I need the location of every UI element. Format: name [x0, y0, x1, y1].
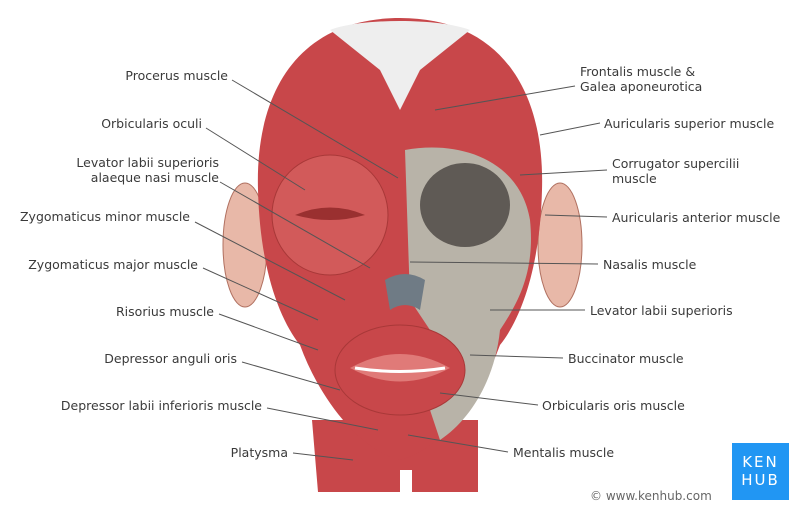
label-nasalis: Nasalis muscle	[603, 257, 696, 272]
right-ear	[537, 182, 583, 308]
nose-cartilage	[385, 274, 425, 310]
label-auricularis-superior: Auricularis superior muscle	[604, 116, 774, 131]
label-text: alaeque nasi muscle	[90, 170, 219, 185]
label-text: Platysma	[230, 445, 288, 460]
label-text: Zygomaticus major muscle	[28, 257, 198, 272]
leader-lines	[194, 79, 608, 461]
label-depressor-anguli-oris: Depressor anguli oris	[104, 351, 237, 366]
label-text: Corrugator supercilii	[612, 156, 740, 171]
label-auricularis-anterior: Auricularis anterior muscle	[612, 210, 780, 225]
label-mentalis: Mentalis muscle	[513, 445, 614, 460]
label-text: Mentalis muscle	[513, 445, 615, 460]
label-orbicularis-oris: Orbicularis oris muscle	[542, 398, 685, 413]
label-orbicularis-oculi: Orbicularis oculi	[101, 116, 202, 131]
label-text: Risorius muscle	[116, 304, 214, 319]
label-levator-labii-superioris: Levator labii superioris	[590, 303, 733, 318]
lips	[350, 354, 450, 382]
logo-line2: HUB	[741, 471, 780, 489]
label-zygomaticus-minor: Zygomaticus minor muscle	[20, 209, 190, 224]
label-risorius: Risorius muscle	[116, 304, 214, 319]
kenhub-logo[interactable]: KEN HUB	[732, 443, 789, 500]
label-platysma: Platysma	[231, 445, 288, 460]
label-text: Depressor anguli oris	[104, 351, 237, 366]
galea-aponeurotica	[330, 21, 470, 110]
copyright-text: © www.kenhub.com	[590, 489, 712, 503]
label-text: Depressor labii inferioris muscle	[60, 398, 262, 413]
label-text: Orbicularis oculi	[101, 116, 202, 131]
label-text: Levator labii superioris	[590, 303, 733, 318]
orbit	[420, 163, 510, 247]
label-zygomaticus-major: Zygomaticus major muscle	[28, 257, 198, 272]
label-procerus: Procerus muscle	[125, 68, 228, 83]
label-buccinator: Buccinator muscle	[568, 351, 684, 366]
label-text: Auricularis anterior muscle	[612, 210, 781, 225]
label-text: Procerus muscle	[125, 68, 228, 83]
label-text: Zygomaticus minor muscle	[19, 209, 190, 224]
label-text: Galea aponeurotica	[580, 79, 703, 94]
eyelid	[295, 207, 365, 220]
label-text: muscle	[612, 171, 657, 186]
label-text: Nasalis muscle	[603, 257, 697, 272]
label-text: Levator labii superioris	[76, 155, 219, 170]
label-depressor-labii-inferioris: Depressor labii inferioris muscle	[61, 398, 262, 413]
teeth	[354, 366, 446, 373]
logo-line1: KEN	[742, 453, 779, 471]
label-text: Orbicularis oris muscle	[542, 398, 685, 413]
label-text: Auricularis superior muscle	[604, 116, 775, 131]
label-text: Frontalis muscle &	[580, 64, 696, 79]
label-text: Buccinator muscle	[568, 351, 684, 366]
label-frontalis: Frontalis muscle &Galea aponeurotica	[580, 64, 702, 94]
